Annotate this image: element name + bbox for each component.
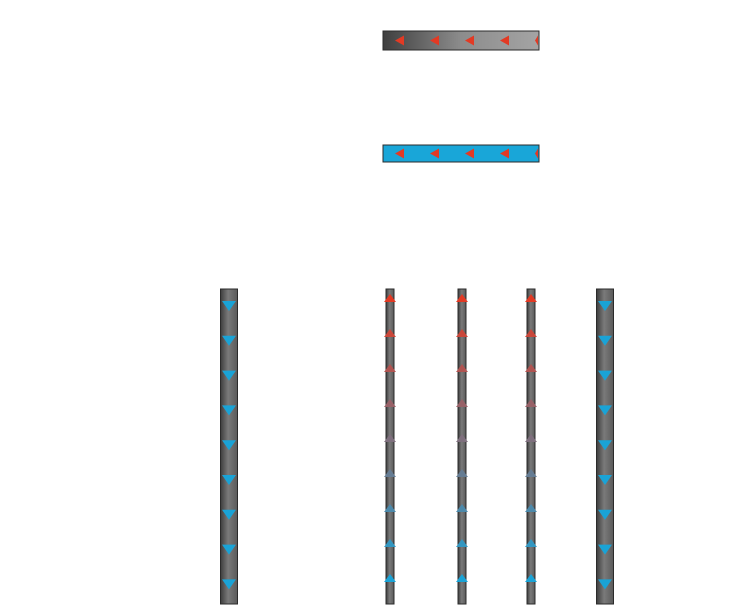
right-wide-pipe-arrow-5 [598, 440, 612, 451]
right-wide-pipe-arrow-9 [598, 579, 612, 590]
inner-pipe-1-arrow-9 [384, 574, 396, 582]
inner-pipe-2-arrow-1 [456, 294, 468, 302]
inner-pipe-3-arrow-3 [525, 364, 537, 372]
inner-pipe-3-arrow-7 [525, 504, 537, 512]
inner-pipe-2-arrow-3 [456, 364, 468, 372]
right-wide-pipe-arrow-8 [598, 544, 612, 555]
inner-pipe-1-arrow-8 [384, 539, 396, 547]
right-wide-pipe-arrow-4 [598, 405, 612, 416]
inner-pipe-2-arrow-2 [456, 329, 468, 337]
right-wide-pipe-arrow-7 [598, 509, 612, 520]
inner-pipe-3-arrow-4 [525, 399, 537, 407]
left-wide-pipe-arrow-6 [222, 475, 236, 485]
inner-pipe-3-arrow-5 [525, 434, 537, 442]
inner-pipe-2-arrow-6 [456, 469, 468, 477]
left-wide-pipe-arrow-5 [222, 440, 236, 451]
left-wide-pipe-arrow-4 [222, 405, 236, 416]
right-wide-pipe-arrow-6 [598, 475, 612, 485]
right-wide-pipe-arrow-3 [598, 370, 612, 381]
inner-pipe-3-arrow-9 [525, 574, 537, 582]
left-wide-pipe-arrow-7 [222, 509, 236, 520]
inner-pipe-3-arrow-6 [525, 469, 537, 477]
inner-pipe-1 [385, 288, 395, 605]
inner-pipe-2-arrow-5 [456, 434, 468, 442]
top-pipe-arrow-3 [465, 35, 474, 46]
middle-pipe-arrow-5 [535, 148, 538, 159]
right-wide-pipe-arrow-1 [598, 301, 612, 311]
inner-pipe-3 [526, 288, 536, 605]
inner-pipe-2-arrow-4 [456, 399, 468, 407]
middle-pipe-arrow-2 [430, 148, 439, 159]
middle-pipe-arrow-1 [395, 148, 404, 159]
middle-pipe-arrow-4 [500, 148, 509, 159]
left-wide-pipe-arrow-9 [222, 579, 236, 590]
right-wide-pipe-arrow-2 [598, 335, 612, 346]
inner-pipe-3-arrow-2 [525, 329, 537, 337]
inner-pipe-2-arrow-7 [456, 504, 468, 512]
top-pipe-arrow-2 [430, 35, 439, 46]
inner-pipe-2-arrow-9 [456, 574, 468, 582]
inner-pipe-1-arrow-5 [384, 434, 396, 442]
inner-pipe-2 [457, 288, 467, 605]
top-pipe-arrow-1 [395, 35, 404, 46]
inner-pipe-3-arrow-8 [525, 539, 537, 547]
inner-pipe-2-arrow-8 [456, 539, 468, 547]
top-pipe-arrow-5 [535, 35, 538, 46]
left-wide-pipe-arrow-3 [222, 370, 236, 381]
inner-pipe-1-arrow-6 [384, 469, 396, 477]
inner-pipe-1-arrow-3 [384, 364, 396, 372]
left-wide-pipe-arrow-8 [222, 544, 236, 555]
inner-pipe-1-arrow-1 [384, 294, 396, 302]
top-pipe [382, 30, 540, 51]
inner-pipe-1-arrow-4 [384, 399, 396, 407]
middle-pipe-arrow-3 [465, 148, 474, 159]
top-pipe-arrow-4 [500, 35, 509, 46]
middle-pipe [382, 144, 540, 163]
left-wide-pipe-arrow-1 [222, 301, 236, 311]
inner-pipe-3-arrow-1 [525, 294, 537, 302]
inner-pipe-1-arrow-7 [384, 504, 396, 512]
inner-pipe-1-arrow-2 [384, 329, 396, 337]
left-wide-pipe-arrow-2 [222, 335, 236, 346]
